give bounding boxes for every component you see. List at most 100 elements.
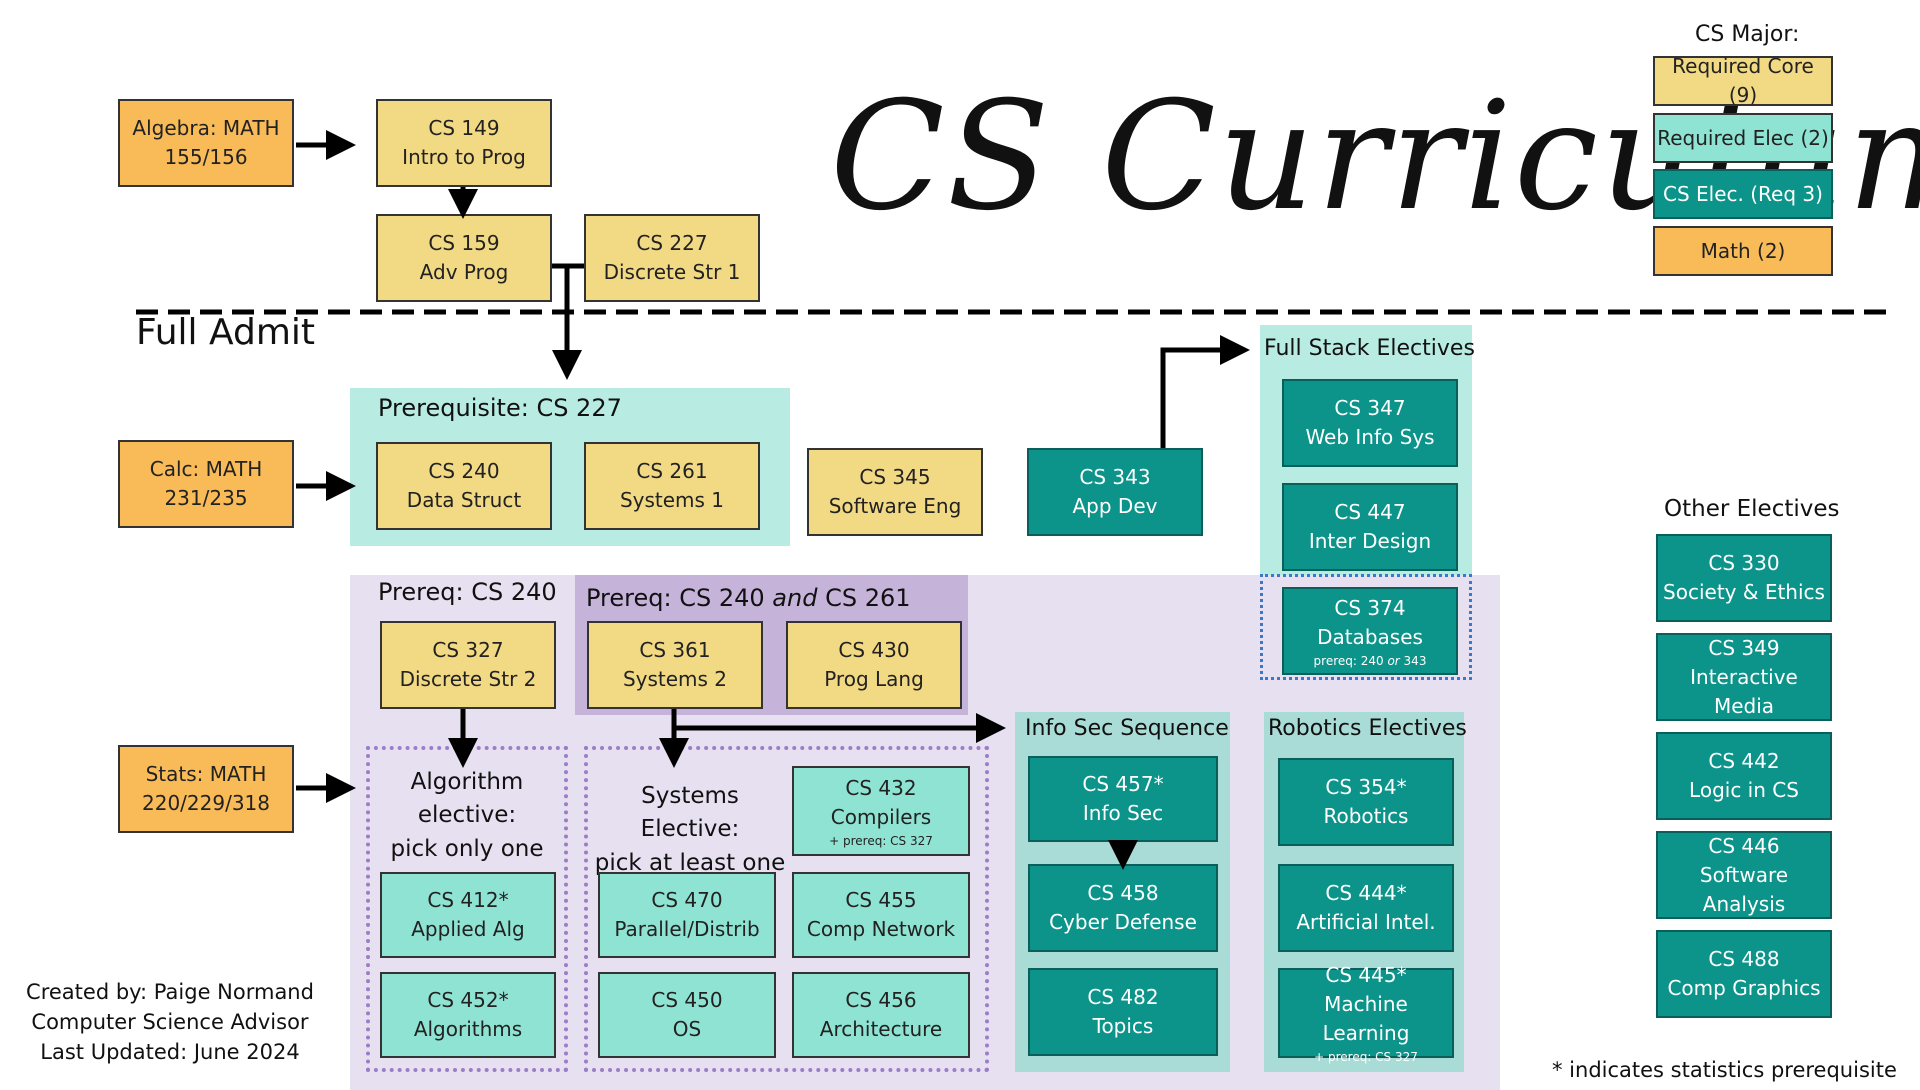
other-electives-heading: Other Electives: [1664, 496, 1840, 522]
full-stack-label: Full Stack Electives: [1264, 336, 1475, 361]
note-or: or: [1387, 653, 1400, 668]
course-cs452: CS 452* Algorithms: [380, 972, 556, 1058]
course-code: CS 374: [1334, 595, 1406, 620]
course-note: + prereq: CS 327: [1314, 1050, 1418, 1065]
systems-elective-box: [584, 746, 989, 1072]
course-code: CS 447: [1334, 500, 1406, 524]
course-name: Compilers: [830, 804, 932, 829]
course-code: CS 159: [428, 231, 500, 255]
label-line: Systems Elective:: [640, 783, 740, 843]
course-name: Comp Graphics: [1667, 976, 1821, 1000]
legend-required-elec: Required Elec (2): [1653, 113, 1833, 163]
math-line: Calc: MATH: [149, 457, 263, 481]
course-name: Software Eng: [828, 494, 962, 518]
math-line: Algebra: MATH: [132, 116, 280, 140]
course-code: CS 327: [432, 638, 504, 662]
course-name: Discrete Str 1: [603, 260, 741, 284]
legend-cs-elec: CS Elec. (Req 3): [1653, 169, 1833, 219]
note-text: prereq: 240: [1313, 653, 1388, 668]
label-line: pick only one: [390, 835, 544, 862]
info-sec-label: Info Sec Sequence: [1025, 716, 1229, 741]
course-code: CS 349: [1708, 635, 1780, 660]
course-name: Topics: [1092, 1014, 1154, 1038]
course-code: CS 432: [845, 775, 917, 800]
course-name: Applied Alg: [411, 917, 525, 941]
course-code: CS 343: [1079, 465, 1151, 489]
course-code: CS 458: [1087, 881, 1159, 905]
legend-math: Math (2): [1653, 226, 1833, 276]
course-name: Cyber Defense: [1049, 910, 1197, 934]
legend-label: CS Elec. (Req 3): [1663, 181, 1823, 206]
legend-heading: CS Major:: [1695, 22, 1800, 47]
algorithm-elective-label: Algorithm elective: pick only one: [370, 766, 564, 866]
full-admit-label: Full Admit: [136, 312, 316, 353]
course-name: Algorithms: [413, 1017, 523, 1041]
legend-required-core: Required Core (9): [1653, 54, 1833, 107]
credit-line: Last Updated: June 2024: [40, 1039, 300, 1064]
credits: Created by: Paige Normand Computer Scien…: [20, 978, 320, 1067]
course-name: Adv Prog: [419, 260, 509, 284]
legend-label: Math (2): [1700, 238, 1786, 263]
prereq-240-261-label: Prereq: CS 240 and CS 261: [586, 584, 911, 612]
course-name: Data Struct: [406, 488, 522, 512]
course-code: CS 330: [1708, 551, 1780, 575]
arrow-cs343-to-fullstack: [1160, 335, 1250, 448]
prereq-text: CS 261: [817, 584, 911, 612]
math-line: Stats: MATH: [145, 762, 267, 786]
prereq-and: and: [772, 584, 818, 612]
course-name: Systems 1: [619, 488, 725, 512]
label-line: pick at least one: [594, 849, 786, 876]
legend-label: Required Elec (2): [1657, 125, 1829, 150]
course-name: Logic in CS: [1689, 778, 1799, 802]
course-code: CS 482: [1087, 985, 1159, 1009]
legend-label: Required Core (9): [1672, 54, 1814, 107]
course-code: CS 149: [428, 116, 500, 140]
course-name: Systems 2: [622, 667, 728, 691]
course-name: Artificial Intel.: [1296, 910, 1436, 934]
databases-box: [1260, 574, 1472, 680]
course-code: CS 488: [1708, 947, 1780, 971]
course-name: App Dev: [1072, 494, 1158, 518]
systems-elective-label: Systems Elective: pick at least one: [590, 780, 790, 880]
course-name: Comp Network: [806, 917, 956, 941]
course-code: CS 446: [1708, 833, 1780, 858]
course-code: CS 347: [1334, 396, 1406, 420]
footnote: * indicates statistics prerequisite: [1552, 1058, 1897, 1082]
course-name: Prog Lang: [824, 667, 924, 691]
course-name: Machine Learning: [1322, 992, 1410, 1046]
course-name: Architecture: [819, 1017, 943, 1041]
course-name: Parallel/Distrib: [614, 917, 760, 941]
course-code: CS 361: [639, 638, 711, 662]
course-name: Robotics: [1323, 804, 1409, 828]
course-name: Interactive Media: [1690, 664, 1798, 718]
course-code: CS 261: [636, 459, 708, 483]
course-code: CS 450: [651, 988, 723, 1012]
course-code: CS 452*: [427, 988, 509, 1012]
course-code: CS 345: [859, 465, 931, 489]
course-note: prereq: 240 or 343: [1314, 654, 1427, 668]
math-line: 155/156: [164, 145, 248, 169]
course-cs354: CS 354*Robotics: [1278, 758, 1454, 846]
